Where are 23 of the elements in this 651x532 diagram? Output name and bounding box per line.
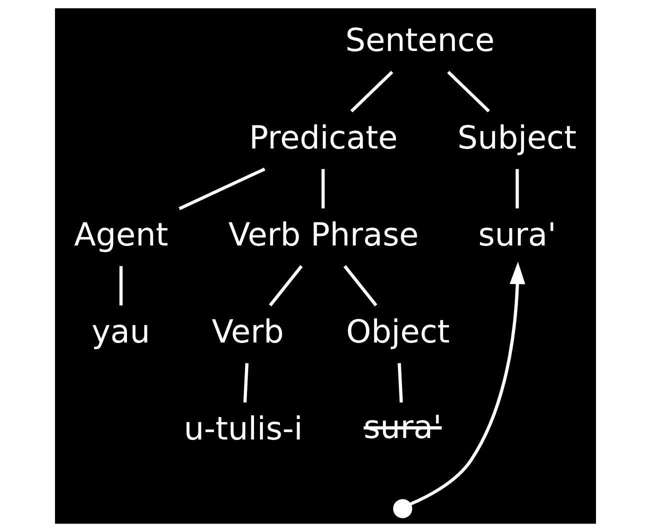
- node-text: Sentence: [345, 21, 495, 60]
- connector: [178, 168, 266, 210]
- connector: [243, 363, 249, 403]
- connector: [398, 363, 403, 403]
- node-text: Verb: [212, 312, 284, 350]
- connector: [344, 265, 378, 306]
- node-text: Verb Phrase: [228, 215, 419, 254]
- connector: [516, 169, 519, 208]
- node-text: Predicate: [249, 118, 398, 156]
- node-text: sura': [478, 215, 556, 254]
- node-text: u-tulis-i: [184, 409, 303, 448]
- connector: [322, 169, 325, 208]
- node-text: yau: [92, 312, 150, 350]
- node-circle: [393, 499, 412, 518]
- node-text: sura': [364, 408, 442, 446]
- connector: [268, 265, 303, 306]
- connector: [447, 70, 490, 112]
- node-text: Object: [346, 312, 450, 350]
- connector: [119, 266, 123, 306]
- arrow: [410, 262, 526, 506]
- node-text: Agent: [74, 215, 168, 254]
- node-text: Subject: [458, 118, 577, 156]
- connector: [350, 70, 394, 112]
